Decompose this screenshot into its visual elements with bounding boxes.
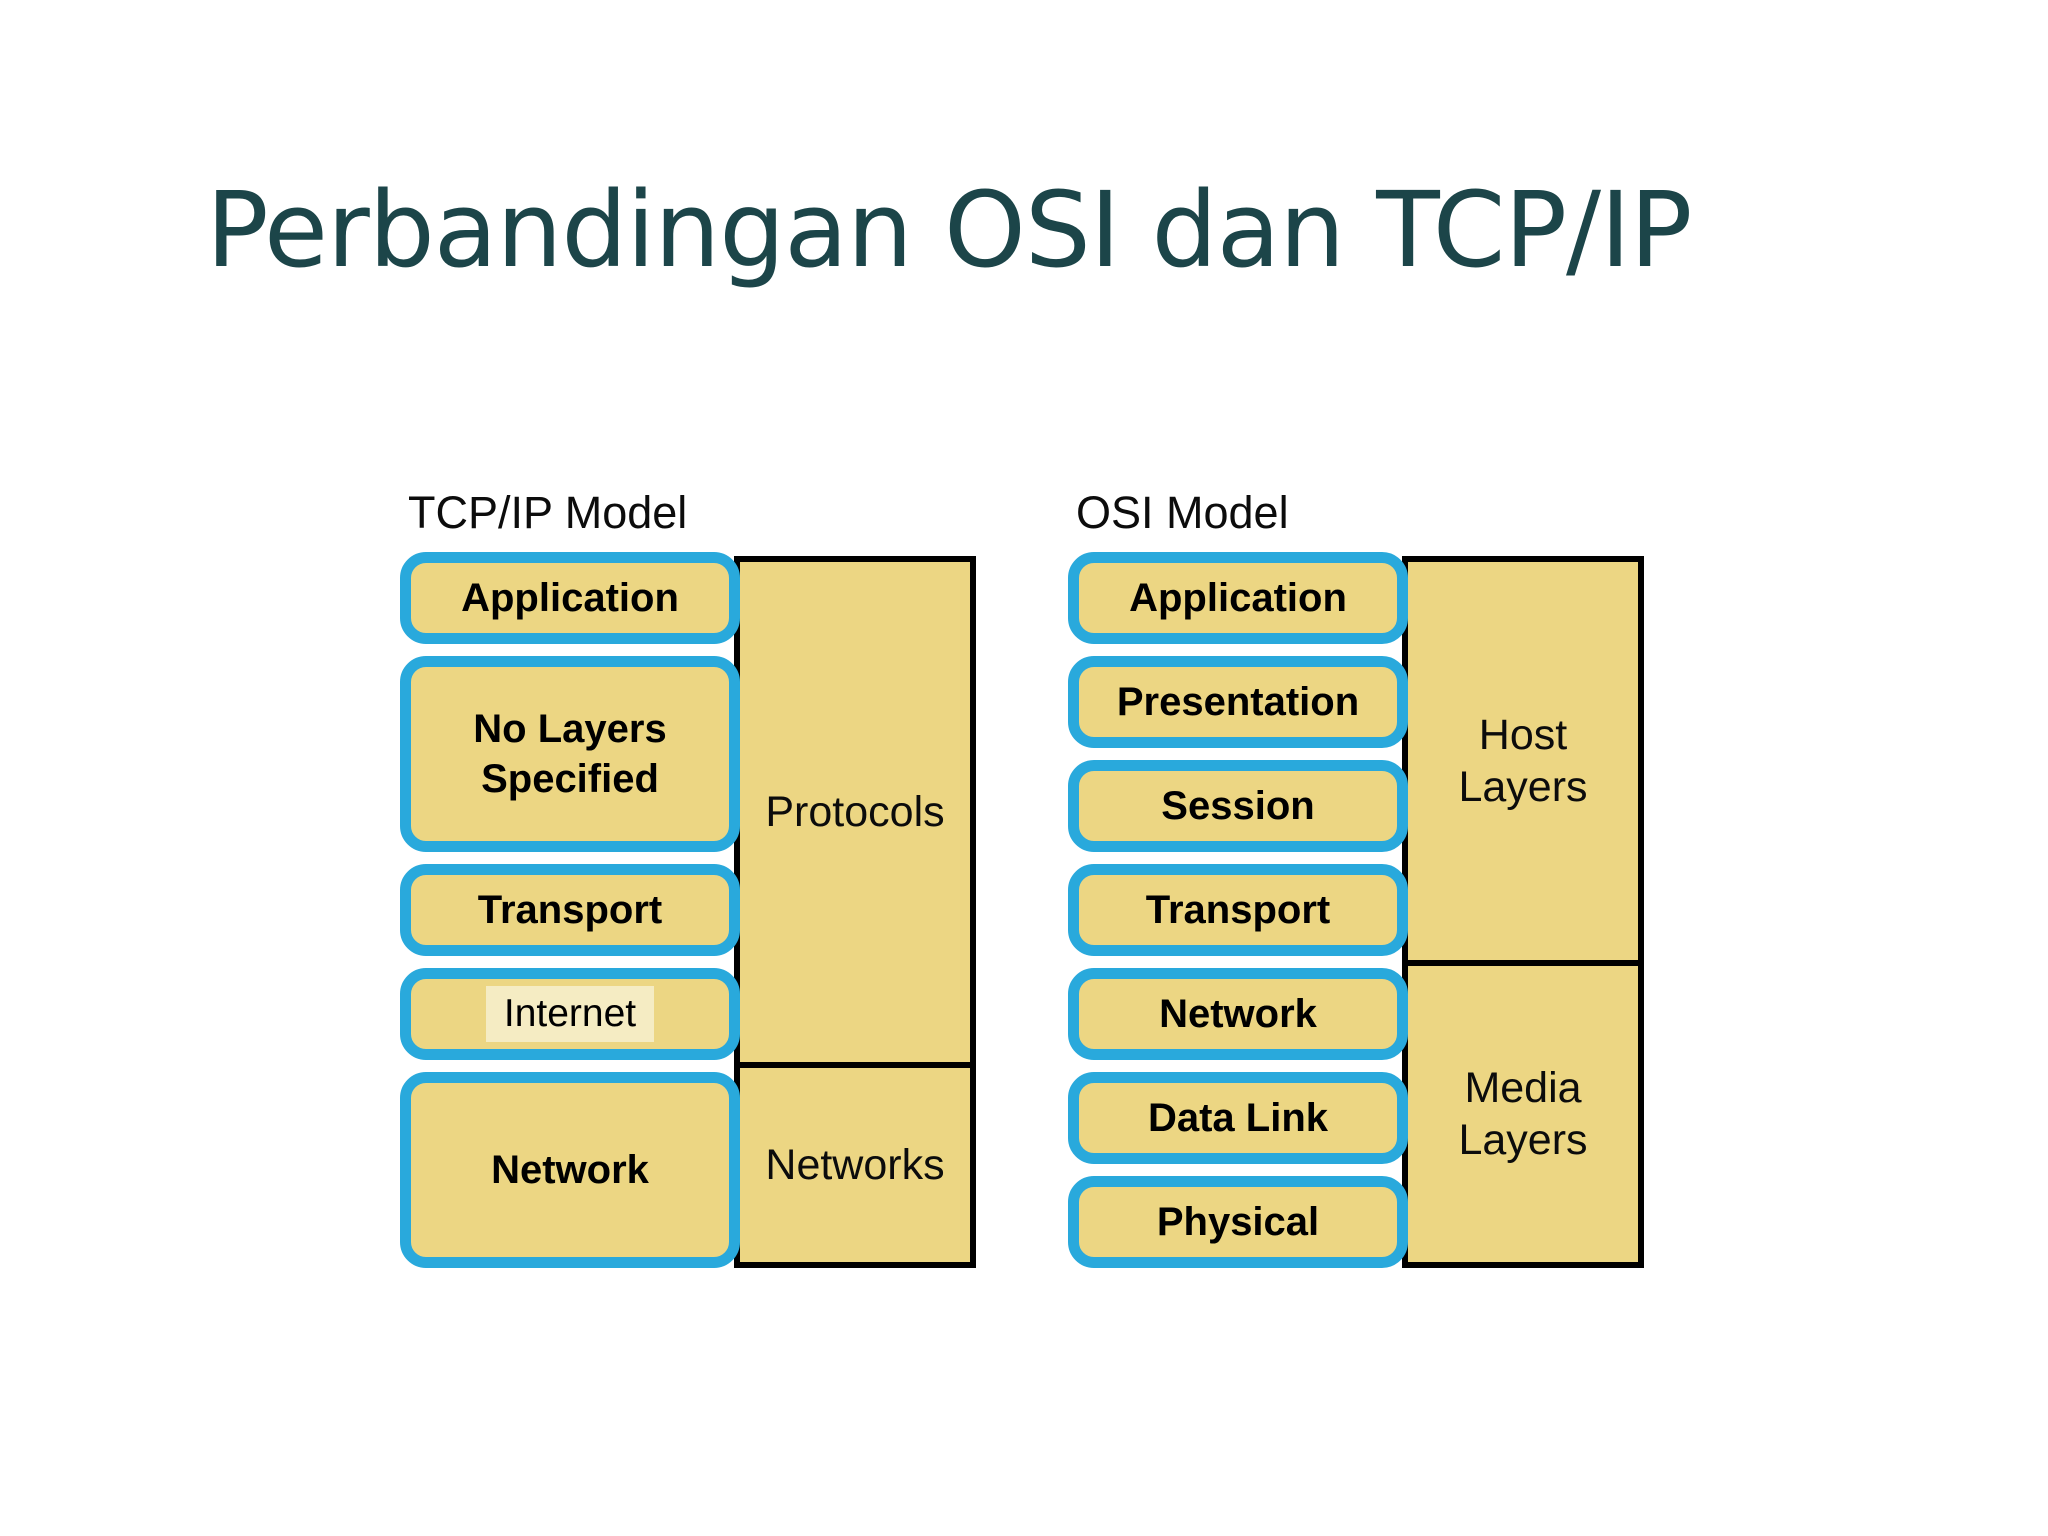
tcpip-panel-protocols-cell: Protocols <box>740 562 970 1062</box>
osi-layer-box-physical: Physical <box>1068 1176 1408 1268</box>
osi-panel-media-layers-label: Media Layers <box>1458 1063 1588 1164</box>
osi-layer-box-transport: Transport <box>1068 864 1408 956</box>
osi-layer-label: Session <box>1161 784 1315 828</box>
tcpip-layer-label: Application <box>461 576 679 620</box>
tcpip-layer-box-network: Network <box>400 1072 740 1268</box>
osi-layer-label: Transport <box>1145 888 1331 932</box>
tcpip-model-label: TCP/IP Model <box>408 487 688 538</box>
tcpip-panel: Protocols Networks <box>734 556 976 1268</box>
tcpip-panel-networks-label: Networks <box>765 1140 945 1189</box>
tcpip-panel-protocols-label: Protocols <box>765 787 945 836</box>
osi-layer-box-application: Application <box>1068 552 1408 644</box>
tcpip-layer-label: No Layers Specified <box>473 707 667 801</box>
tcpip-layer-label: Network <box>491 1148 649 1192</box>
tcpip-panel-networks-cell: Networks <box>740 1068 970 1262</box>
osi-layer-box-session: Session <box>1068 760 1408 852</box>
osi-layer-label: Physical <box>1156 1200 1320 1244</box>
tcpip-panel-divider <box>740 1062 970 1068</box>
osi-layer-label: Application <box>1129 576 1347 620</box>
tcpip-layer-box-application: Application <box>400 552 740 644</box>
osi-panel-host-layers-label: Host Layers <box>1458 710 1588 811</box>
osi-layer-label: Network <box>1159 992 1317 1036</box>
osi-layer-label: Presentation <box>1116 680 1360 724</box>
tcpip-layer-label: Transport <box>477 888 663 932</box>
tcpip-layer-label-highlighted: Internet <box>485 985 655 1043</box>
osi-layer-label: Data Link <box>1147 1096 1329 1140</box>
osi-panel: Host Layers Media Layers <box>1402 556 1644 1268</box>
osi-panel-divider <box>1408 960 1638 966</box>
osi-layer-box-network: Network <box>1068 968 1408 1060</box>
page-title: Perbandingan OSI dan TCP/IP <box>206 168 1692 291</box>
osi-layer-box-data-link: Data Link <box>1068 1072 1408 1164</box>
osi-layer-box-presentation: Presentation <box>1068 656 1408 748</box>
osi-model-label: OSI Model <box>1076 487 1289 538</box>
tcpip-layer-box-internet: Internet <box>400 968 740 1060</box>
osi-panel-host-layers-cell: Host Layers <box>1408 562 1638 960</box>
osi-panel-media-layers-cell: Media Layers <box>1408 966 1638 1262</box>
tcpip-layer-box-transport: Transport <box>400 864 740 956</box>
tcpip-layer-box-no-layers-specified: No Layers Specified <box>400 656 740 852</box>
